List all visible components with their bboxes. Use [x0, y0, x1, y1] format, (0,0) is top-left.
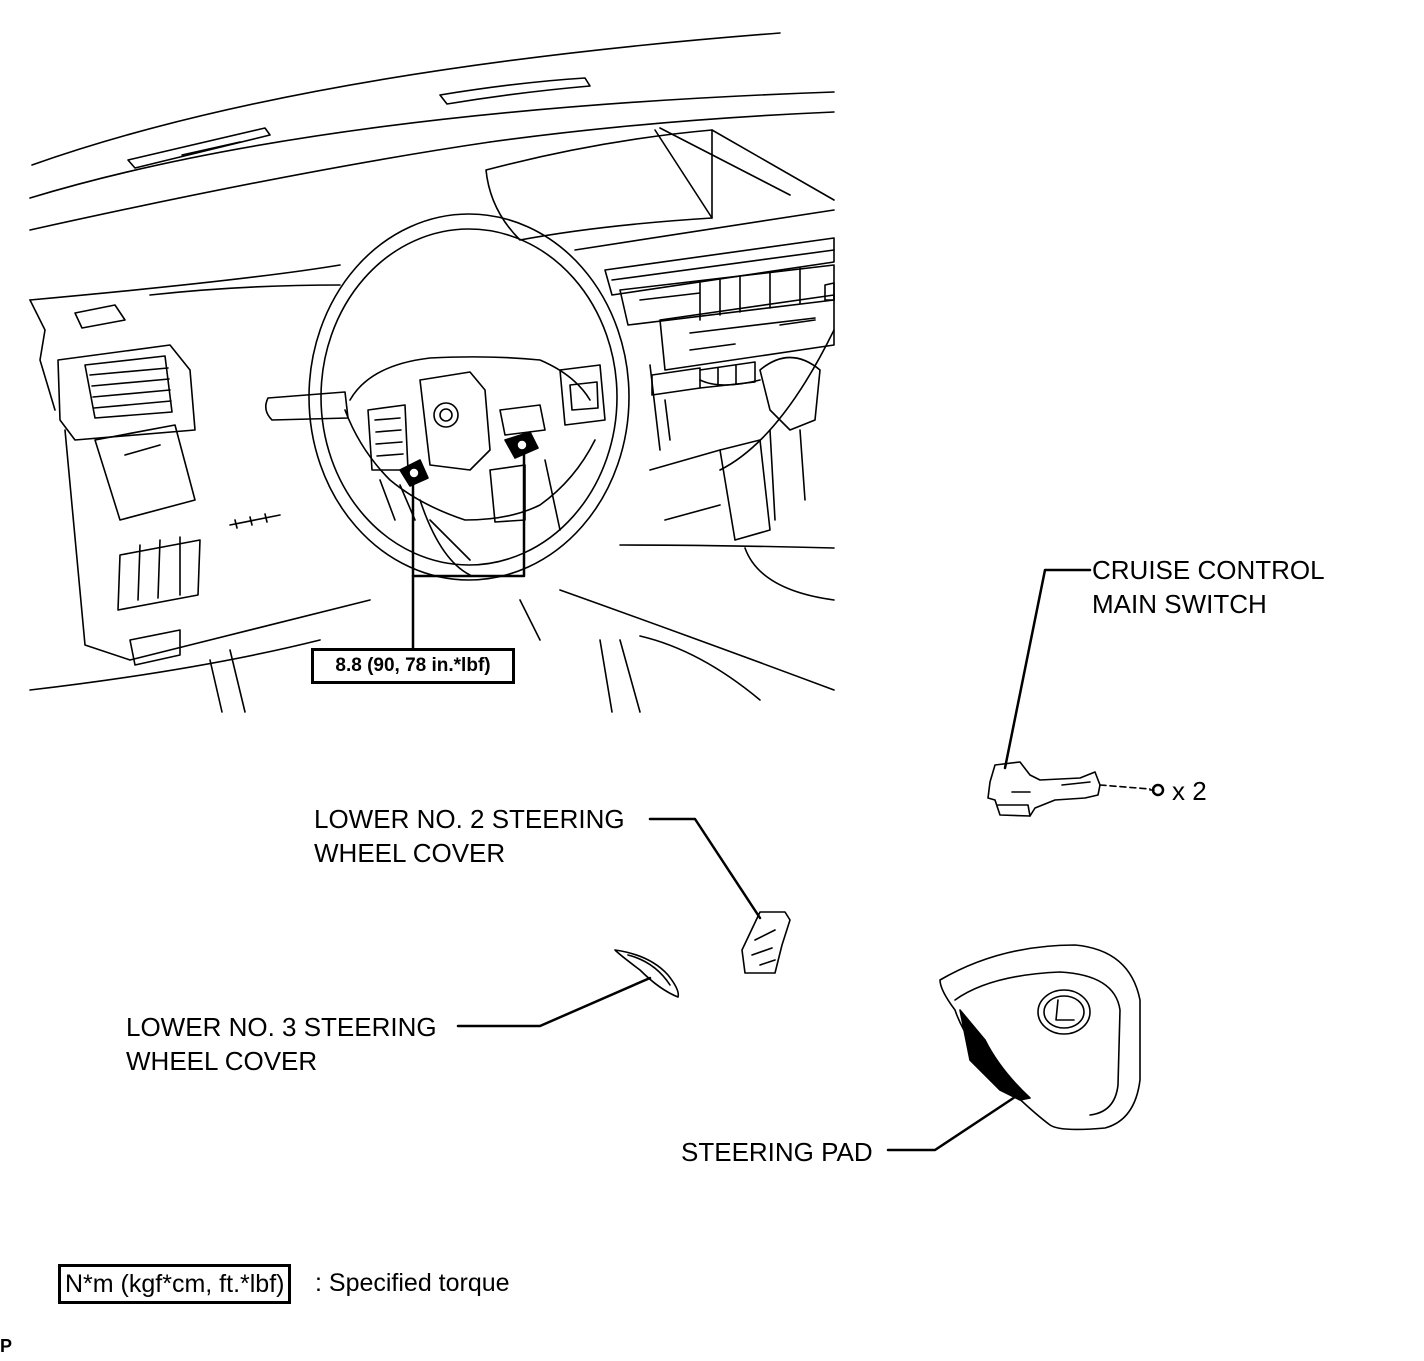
- lower-no3-cover: [456, 949, 680, 1028]
- legend-unit-box: N*m (kgf*cm, ft.*lbf): [58, 1264, 292, 1304]
- steering-pad-label: STEERING PAD: [681, 1137, 873, 1167]
- cruise-control-switch: [987, 568, 1165, 817]
- cruise-control-label-line2: MAIN SWITCH: [1092, 589, 1267, 619]
- torque-leader-lines: [411, 450, 526, 650]
- lower-no2-label-line2: WHEEL COVER: [314, 838, 506, 868]
- steering-pad-drawing: [886, 944, 1141, 1152]
- torque-spec-box: 8.8 (90, 78 in.*lbf): [311, 648, 515, 684]
- cruise-control-label-line1: CRUISE CONTROL: [1092, 555, 1325, 585]
- screw-quantity-label: x 2: [1172, 776, 1207, 806]
- lower-no2-label-line1: LOWER NO. 2 STEERING: [314, 804, 625, 834]
- legend-description: : Specified torque: [315, 1269, 510, 1297]
- dashboard-illustration: [29, 32, 835, 713]
- corner-code: P: [0, 1336, 13, 1356]
- lower-no2-cover: [648, 817, 791, 974]
- lower-no3-label-line2: WHEEL COVER: [126, 1046, 318, 1076]
- lower-no3-label-line1: LOWER NO. 3 STEERING: [126, 1012, 437, 1042]
